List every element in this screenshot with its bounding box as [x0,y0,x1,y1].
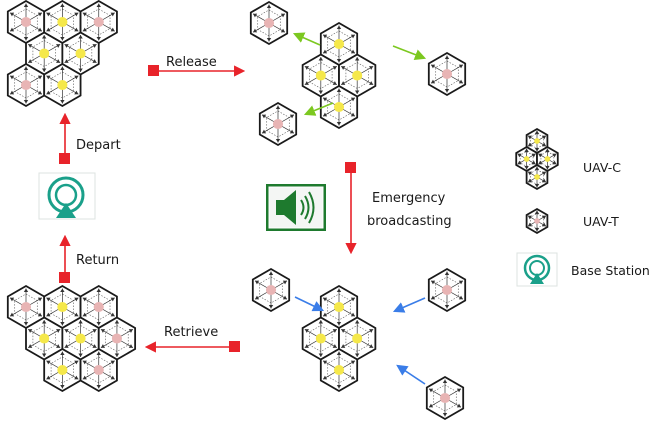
retrieve-label: Retrieve [164,325,218,340]
uav-c-node [319,84,359,130]
uav-c-node [43,0,82,45]
legend-uav-c-label: UAV-C [583,160,621,175]
regroup-arrow-1 [294,296,325,312]
uav-c-node [338,316,377,361]
release-label: Release [166,55,217,70]
legend-uav-c-symbol [525,163,549,191]
uav-c-node [43,347,82,393]
uav-t-single [251,267,291,313]
depart-label: Depart [76,138,121,153]
uav-t-node [97,316,137,361]
dispersal-arrow-2 [392,45,427,60]
emergency-label-line1: Emergency [372,191,446,206]
regroup-arrow-3 [396,364,426,385]
uav-t-node [6,284,46,330]
uav-c-cluster-top-left [6,0,118,108]
uav-c-cluster-top-center [301,21,377,130]
uav-t-node [79,347,118,393]
uav-c-node [43,62,82,108]
return-arrow [59,234,71,283]
uav-c-node [25,316,64,361]
release-arrow [148,65,246,77]
uav-c-cluster-bottom-center [301,284,377,393]
base-station-icon [38,172,96,220]
legend-uav-t-symbol [525,207,549,235]
return-label: Return [76,253,119,268]
uav-t-singles [249,0,467,421]
legend-base-station-icon [516,252,558,287]
depart-arrow [59,112,71,164]
uav-c-node [338,53,377,98]
legend-symbols [515,127,559,235]
uav-c-node [319,347,359,393]
retrieve-arrow [144,341,240,353]
uav-t-single [249,0,289,46]
dispersal-arrow-3 [303,102,334,116]
uav-t-single [427,51,467,97]
uav-c-node [319,284,359,330]
regroup-arrow-2 [392,297,426,313]
uav-c-cluster-bottom-left [6,284,137,393]
uav-t-single [427,267,467,313]
emergency-arrow [345,162,357,255]
uav-t-single [425,375,465,421]
dispersal-arrow-1 [292,32,321,46]
uav-t-single [258,101,298,147]
emergency-label-line2: broadcasting [367,214,452,229]
uav-c-node [301,316,340,361]
uav-t-node [79,0,118,45]
legend-uav-t-label: UAV-T [583,214,619,229]
speaker-icon [266,184,326,231]
legend-base-station-label: Base Station [571,263,650,278]
